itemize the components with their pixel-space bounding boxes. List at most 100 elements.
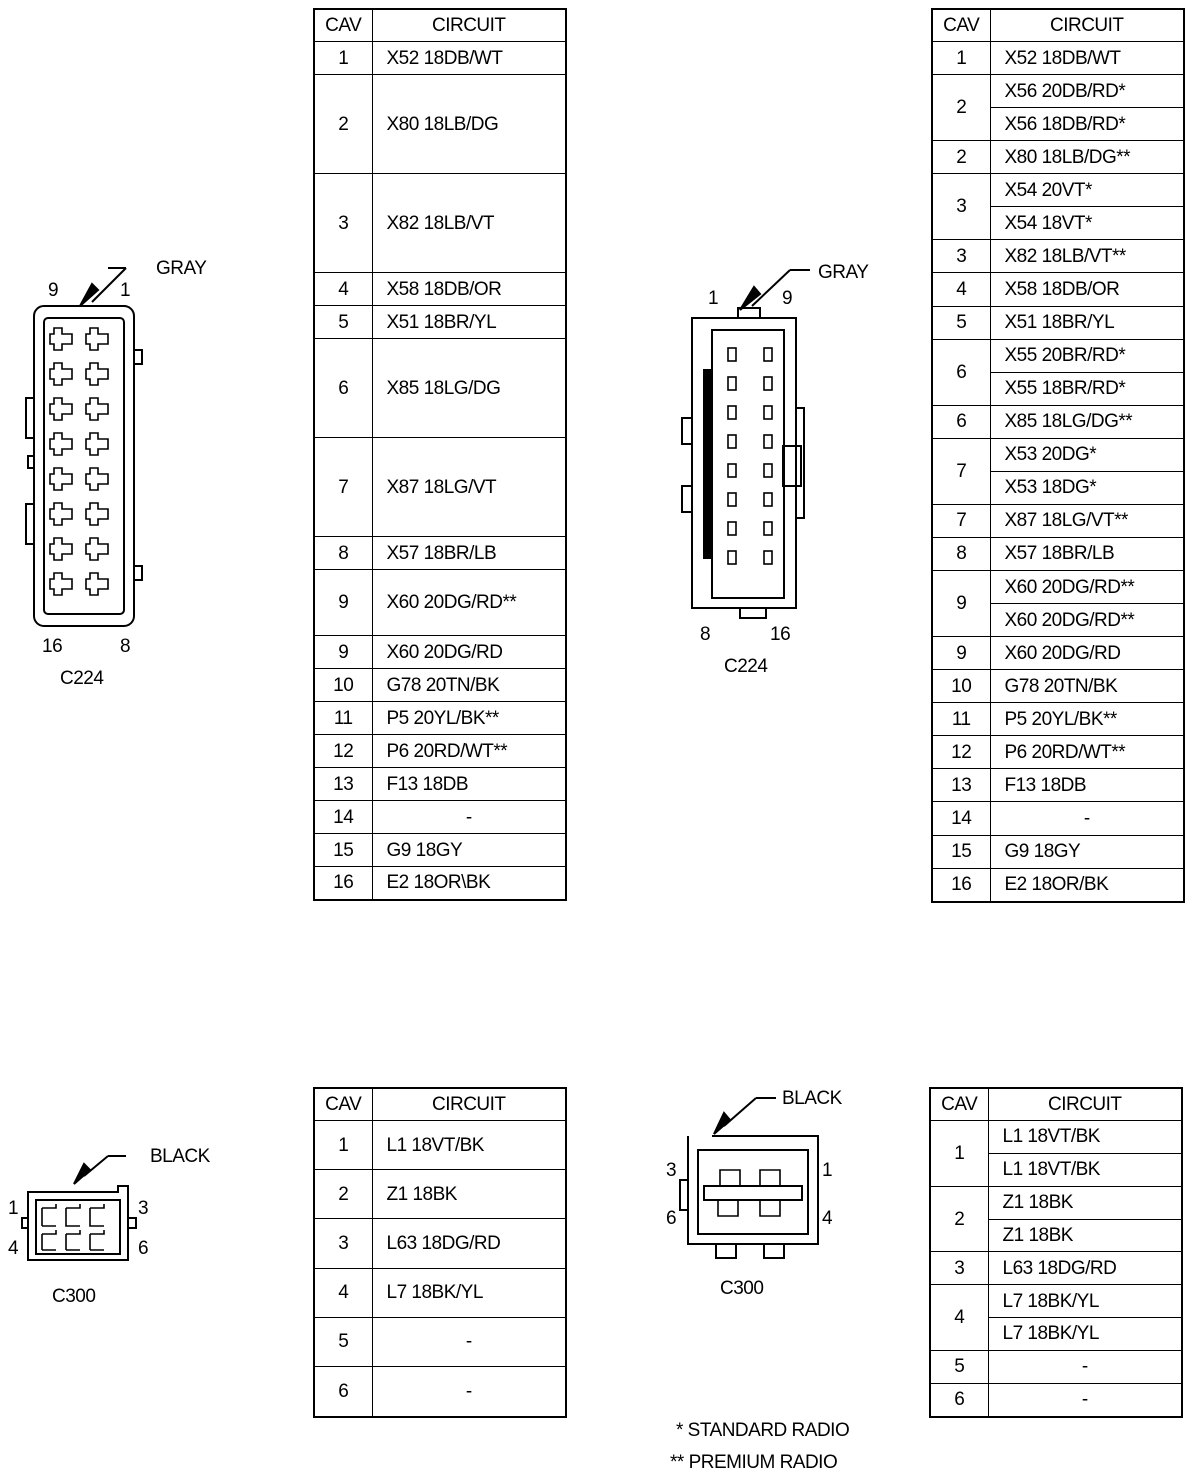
footnote-standard-radio: * STANDARD RADIO (676, 1420, 850, 1441)
cav-cell: 2 (313, 74, 373, 174)
cavity-icon (763, 434, 773, 449)
cavity-icon (85, 467, 109, 491)
circuit-cell: X58 18DB/OR (989, 272, 1185, 307)
table-row: L1 18VT/BK (930, 1152, 1183, 1187)
table-row: 14- (313, 800, 567, 834)
circuit-cell: P5 20YL/BK** (371, 701, 567, 735)
cav-column-header: CAV (931, 8, 991, 42)
cav-cell: 2 (931, 74, 991, 142)
cavity-icon (85, 327, 109, 351)
c224-left-pin-tl: 9 (48, 280, 59, 301)
circuit-cell: X55 20BR/RD* (989, 338, 1185, 373)
circuit-cell: G9 18GY (371, 833, 567, 867)
cav-cell: 1 (929, 1120, 989, 1187)
cav-cell: 12 (313, 734, 373, 768)
circuit-cell: X55 18BR/RD* (989, 371, 1185, 406)
circuit-cell: E2 18OR\BK (371, 866, 567, 900)
circuit-cell: X87 18LG/VT (371, 437, 567, 537)
cav-cell: 3 (313, 173, 373, 273)
cav-cell: 5 (931, 305, 991, 340)
cav-column-header: CAV (929, 1087, 989, 1121)
table-row: 5- (929, 1349, 1183, 1384)
cavity-icon (727, 405, 737, 420)
table-row: 6- (313, 1366, 567, 1418)
circuit-cell: X82 18LB/VT (371, 173, 567, 273)
cav-cell: 3 (931, 239, 991, 274)
cavity-icon (763, 463, 773, 478)
circuit-cell: Z1 18BK (987, 1185, 1183, 1220)
cav-cell: 8 (931, 536, 991, 572)
cav-cell: 6 (931, 338, 991, 406)
circuit-cell: X53 20DG* (989, 437, 1185, 472)
cav-cell: 6 (313, 1366, 373, 1418)
circuit-cell: - (987, 1382, 1183, 1418)
cav-cell: 11 (931, 702, 991, 737)
cav-cell: 7 (931, 503, 991, 538)
c300-right-color-label: BLACK (782, 1088, 842, 1109)
cavity-icon (85, 397, 109, 421)
circuit-cell: X85 18LG/DG (371, 338, 567, 438)
cav-cell: 12 (931, 735, 991, 770)
cavity-icon (727, 347, 737, 362)
table-header-row: CAV CIRCUIT (929, 1087, 1183, 1121)
circuit-cell: X53 18DG* (989, 470, 1185, 505)
cavity-icon (727, 521, 737, 536)
circuit-column-header: CIRCUIT (371, 1087, 567, 1121)
cavity-icon (49, 327, 73, 351)
cav-cell: 15 (931, 834, 991, 869)
table-header-row: CAV CIRCUIT (313, 1087, 567, 1121)
circuit-cell: X60 20DG/RD** (989, 569, 1185, 605)
cav-cell: 3 (929, 1251, 989, 1286)
cav-column-header: CAV (313, 1087, 373, 1121)
circuit-cell: X57 18BR/LB (989, 536, 1185, 572)
circuit-cell: L1 18VT/BK (371, 1119, 567, 1171)
circuit-cell: X60 20DG/RD (989, 636, 1185, 671)
circuit-cell: L1 18VT/BK (987, 1152, 1183, 1187)
cav-cell: 4 (313, 272, 373, 306)
c224-right-pin-bl: 8 (700, 624, 711, 645)
cavity-icon (763, 521, 773, 536)
c300-left-pin-tl: 1 (8, 1198, 19, 1219)
cavity-icon (49, 502, 73, 526)
cav-cell: 6 (931, 404, 991, 439)
c224-left-pin-tr: 1 (120, 280, 131, 301)
cav-cell: 5 (313, 1316, 373, 1368)
cavity-icon (763, 550, 773, 565)
circuit-cell: X82 18LB/VT** (989, 239, 1185, 274)
cav-cell: 4 (313, 1267, 373, 1318)
circuit-cell: L63 18DG/RD (987, 1251, 1183, 1286)
table-row: 14- (931, 801, 1185, 836)
table-row: Z1 18BK (930, 1218, 1183, 1253)
cav-cell: 14 (931, 801, 991, 836)
cavity-icon (85, 362, 109, 386)
c300-right-connector-shape (679, 1097, 819, 1259)
circuit-cell: X80 18LB/DG** (989, 140, 1185, 175)
cav-cell: 2 (929, 1185, 989, 1253)
cav-cell: 16 (931, 867, 991, 903)
circuit-cell: X51 18BR/YL (989, 305, 1185, 340)
circuit-cell: L1 18VT/BK (987, 1120, 1183, 1154)
cavity-icon (763, 492, 773, 507)
circuit-cell: P6 20RD/WT** (989, 735, 1185, 770)
cav-cell: 16 (313, 866, 373, 900)
